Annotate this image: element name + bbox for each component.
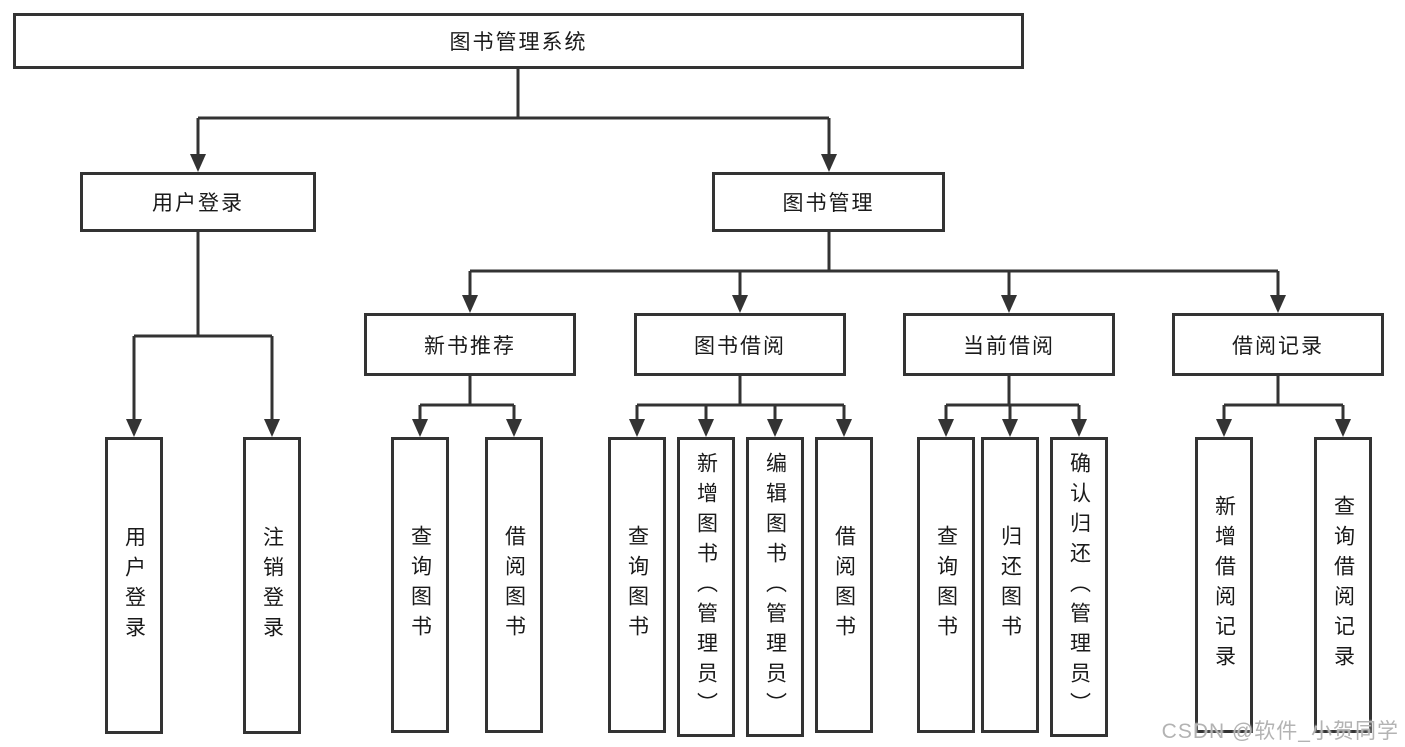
leaf-edit-book-admin-label: 编辑图书（管理员） bbox=[763, 452, 787, 722]
leaf-query-books-recommend: 查询图书 bbox=[391, 437, 449, 733]
node-current-borrow-label: 当前借阅 bbox=[963, 334, 1055, 358]
leaf-borrow-books-borrow: 借阅图书 bbox=[815, 437, 873, 733]
node-book-borrow: 图书借阅 bbox=[634, 313, 846, 376]
leaf-return-book-label: 归还图书 bbox=[998, 525, 1022, 645]
arrowhead-icons bbox=[126, 154, 1351, 437]
leaf-edit-book-admin: 编辑图书（管理员） bbox=[746, 437, 804, 737]
leaf-query-books-current: 查询图书 bbox=[917, 437, 975, 733]
node-book-borrow-label: 图书借阅 bbox=[694, 334, 786, 358]
leaf-query-books-borrow-label: 查询图书 bbox=[625, 525, 649, 645]
leaf-borrow-books-recommend: 借阅图书 bbox=[485, 437, 543, 733]
leaf-logout-label: 注销登录 bbox=[260, 525, 284, 646]
node-borrow-records: 借阅记录 bbox=[1172, 313, 1384, 376]
node-user-login: 用户登录 bbox=[80, 172, 316, 232]
leaf-query-books-recommend-label: 查询图书 bbox=[408, 525, 432, 645]
leaf-logout: 注销登录 bbox=[243, 437, 301, 734]
leaf-borrow-books-recommend-label: 借阅图书 bbox=[502, 525, 526, 645]
node-current-borrow: 当前借阅 bbox=[903, 313, 1115, 376]
node-root: 图书管理系统 bbox=[13, 13, 1024, 69]
leaf-query-books-current-label: 查询图书 bbox=[934, 525, 958, 645]
leaf-query-books-borrow: 查询图书 bbox=[608, 437, 666, 733]
node-book-management-label: 图书管理 bbox=[782, 192, 875, 215]
leaf-return-book: 归还图书 bbox=[981, 437, 1039, 733]
node-new-book-recommend: 新书推荐 bbox=[364, 313, 576, 376]
node-user-login-label: 用户登录 bbox=[152, 192, 244, 215]
node-new-book-recommend-label: 新书推荐 bbox=[424, 334, 516, 358]
leaf-borrow-books-borrow-label: 借阅图书 bbox=[832, 525, 856, 645]
node-root-label: 图书管理系统 bbox=[449, 31, 588, 54]
leaf-add-borrow-record-label: 新增借阅记录 bbox=[1212, 495, 1236, 675]
node-borrow-records-label: 借阅记录 bbox=[1232, 334, 1324, 358]
leaf-query-borrow-record-label: 查询借阅记录 bbox=[1331, 495, 1355, 675]
leaf-add-book-admin-label: 新增图书（管理员） bbox=[694, 452, 718, 722]
leaf-user-login: 用户登录 bbox=[105, 437, 163, 734]
node-book-management: 图书管理 bbox=[712, 172, 945, 232]
leaf-confirm-return-admin-label: 确认归还（管理员） bbox=[1067, 452, 1091, 722]
leaf-confirm-return-admin: 确认归还（管理员） bbox=[1050, 437, 1108, 737]
leaf-add-book-admin: 新增图书（管理员） bbox=[677, 437, 735, 737]
csdn-watermark: CSDN @软件_小贺同学 bbox=[1161, 720, 1399, 743]
leaf-add-borrow-record: 新增借阅记录 bbox=[1195, 437, 1253, 733]
leaf-query-borrow-record: 查询借阅记录 bbox=[1314, 437, 1372, 733]
leaf-user-login-label: 用户登录 bbox=[122, 525, 146, 646]
